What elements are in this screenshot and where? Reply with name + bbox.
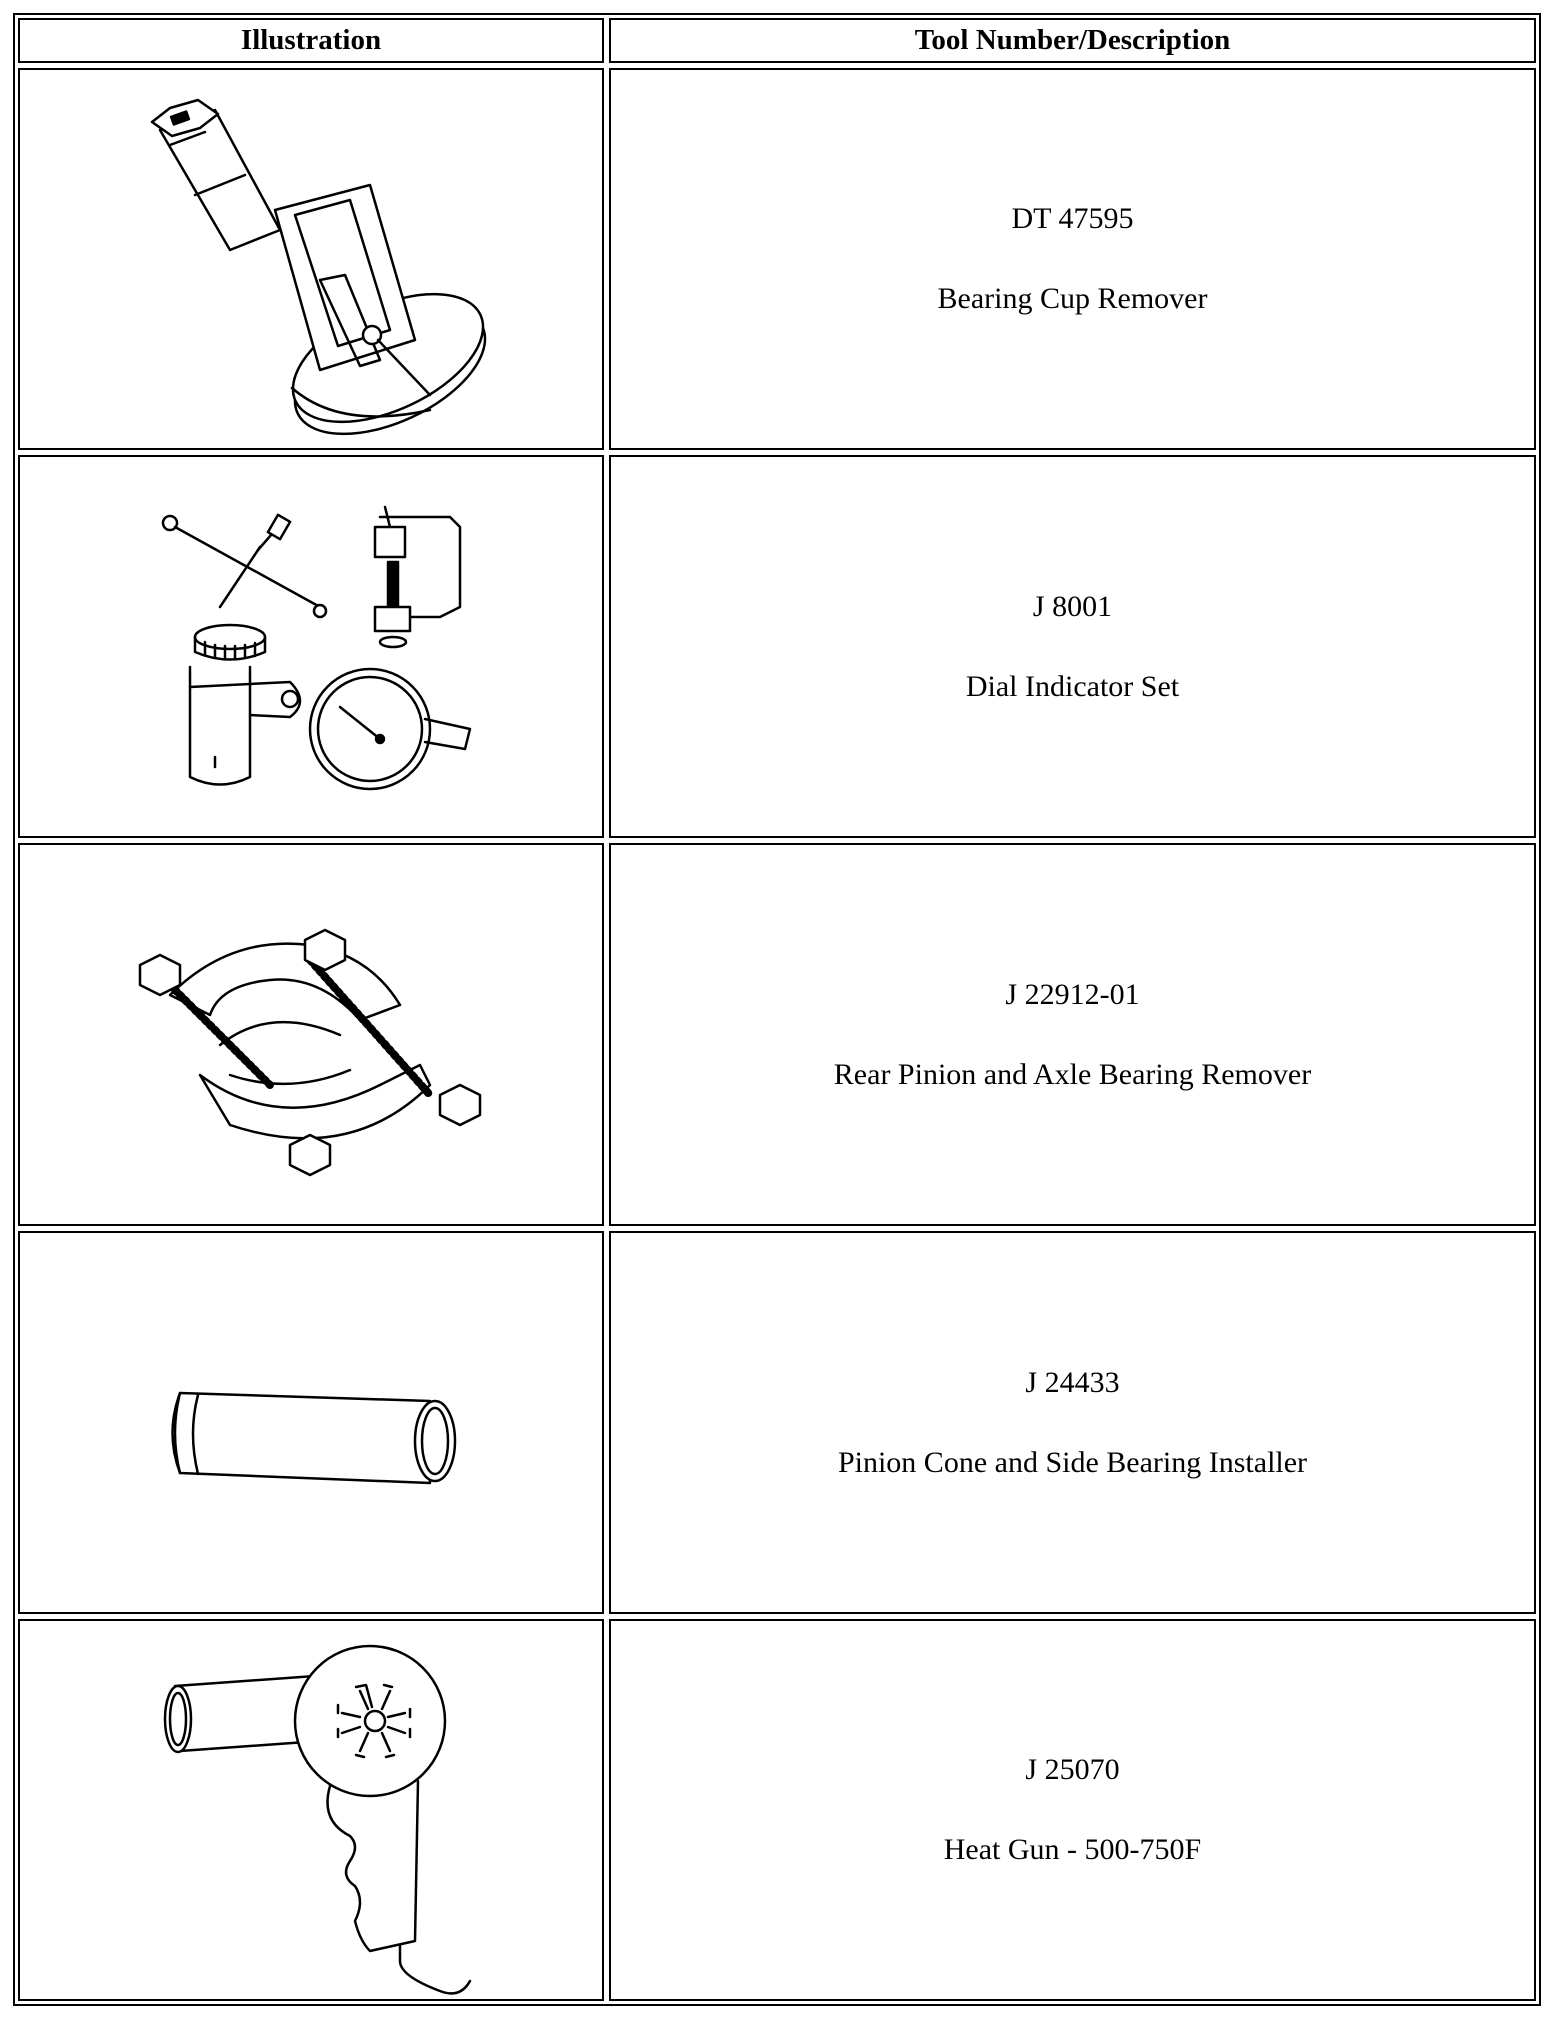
- tool-description: Dial Indicator Set: [965, 669, 1180, 703]
- table-row-5-illustration: [18, 1619, 604, 2001]
- table-row-3-description: J 22912-01 Rear Pinion and Axle Bearing …: [609, 843, 1536, 1226]
- table-row-5-description: J 25070 Heat Gun - 500-750F: [609, 1619, 1536, 2001]
- tool-number: DT 47595: [1011, 202, 1134, 235]
- tool-number: J 24433: [1025, 1365, 1120, 1399]
- tool-number: J 8001: [1032, 589, 1113, 623]
- bearing-remover-icon: [20, 845, 602, 1224]
- header-tool-number-description: Tool Number/Description: [914, 24, 1231, 56]
- tool-number: J 22912-01: [1005, 977, 1140, 1011]
- header-illustration: Illustration: [240, 24, 382, 56]
- table-row-2-illustration: [18, 455, 604, 838]
- header-illustration-cell: Illustration: [18, 18, 604, 63]
- table-row-2-description: J 8001 Dial Indicator Set: [609, 455, 1536, 838]
- tool-description: Heat Gun - 500-750F: [943, 1833, 1202, 1866]
- dial-indicator-set-icon: [20, 457, 602, 836]
- tool-description: Pinion Cone and Side Bearing Installer: [837, 1445, 1308, 1479]
- table-row-1-description: DT 47595 Bearing Cup Remover: [609, 68, 1536, 450]
- table-row-1-illustration: [18, 68, 604, 450]
- bearing-installer-tube-icon: [20, 1233, 602, 1612]
- tool-number: J 25070: [1025, 1753, 1120, 1786]
- header-tool-cell: Tool Number/Description: [609, 18, 1536, 63]
- table-row-3-illustration: [18, 843, 604, 1226]
- tool-description: Rear Pinion and Axle Bearing Remover: [833, 1057, 1312, 1091]
- bearing-cup-remover-icon: [20, 70, 602, 448]
- table-row-4-description: J 24433 Pinion Cone and Side Bearing Ins…: [609, 1231, 1536, 1614]
- heat-gun-icon: [20, 1621, 602, 1999]
- table-row-4-illustration: [18, 1231, 604, 1614]
- tool-table: Illustration Tool Number/Description: [13, 13, 1541, 2006]
- tool-description: Bearing Cup Remover: [937, 282, 1208, 315]
